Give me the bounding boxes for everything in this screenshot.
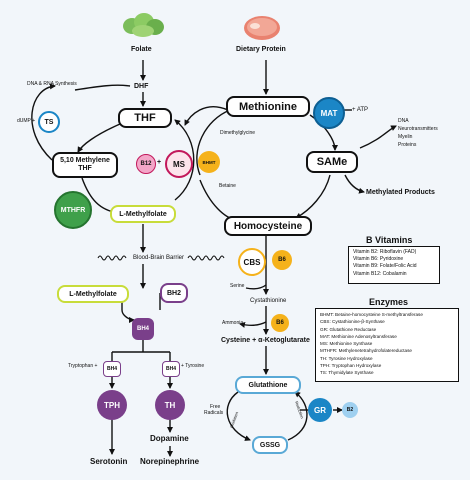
b12-icon: B12: [136, 154, 156, 174]
enzyme-item: GR: Glutathione Reductase: [320, 326, 377, 332]
serotonin-label: Serotonin: [90, 457, 128, 466]
b6-icon: B6: [272, 250, 292, 270]
cysteine-label: Cysteine + α-Ketoglutarate: [221, 337, 310, 344]
dhf-label: DHF: [134, 83, 149, 90]
cbs-enzyme: CBS: [238, 248, 266, 276]
tryptophan-label: Tryptophan +: [68, 363, 98, 369]
same-node: SAMe: [306, 151, 358, 173]
blood-brain-barrier-label: Blood-Brain Barrier: [133, 255, 185, 261]
enzyme-item: TS: Thymidylate Synthase: [320, 370, 374, 376]
vitamin-item: Vitamin B12: Cobalamin: [353, 270, 407, 277]
cystathionine-label: Cystathionine: [250, 298, 287, 304]
tph-enzyme: TPH: [97, 390, 127, 420]
b6-icon-2: B6: [271, 314, 289, 332]
leafy-greens-icon: [123, 13, 164, 37]
bh4-th-icon: BH4: [162, 361, 180, 377]
b2-icon: B2: [342, 402, 358, 418]
mat-enzyme: MAT: [313, 97, 345, 129]
enzyme-item: BHMT: Betaine-homocysteine S-methyltrans…: [320, 312, 423, 317]
enzyme-item: TPH: Tryptophan Hydroxylase: [320, 363, 382, 369]
free-radicals-label-2: Radicals: [204, 410, 224, 416]
enzyme-item: MAT: Methionine Adenosyltransferase: [320, 333, 397, 339]
thf-node: THF: [118, 108, 172, 128]
dna-target-label: DNA: [398, 118, 409, 124]
bh4-tph-icon: BH4: [103, 361, 121, 377]
enzymes-box: BHMT: Betaine-homocysteine S-methyltrans…: [315, 308, 459, 382]
steak-icon: [244, 16, 280, 40]
l-methylfolate-node: L-Methylfolate: [110, 205, 176, 223]
th-enzyme: TH: [155, 390, 185, 420]
enzyme-item: MS: Methionine Synthase: [320, 341, 373, 347]
gr-enzyme: GR: [308, 398, 332, 422]
methionine-node: Methionine: [226, 96, 310, 117]
bh2-node: BH2: [160, 283, 188, 303]
bhmt-enzyme: BHMT: [198, 151, 220, 173]
enzyme-item: CBS: Cystathionine-β-Synthase: [320, 319, 385, 325]
ts-enzyme: TS: [38, 111, 60, 133]
folate-label: Folate: [131, 46, 152, 53]
tyrosine-label: + Tyrosine: [181, 363, 205, 369]
proteins-label: Proteins: [398, 142, 417, 148]
bh4-node: BH4: [132, 318, 154, 340]
free-radicals-label-1: Free: [210, 404, 221, 410]
mthfr-enzyme: MTHFR: [54, 191, 92, 229]
enzyme-item: TH: Tyrosine Hydroxylase: [320, 355, 373, 361]
l-methylfolate-brain-node: L-Methylfolate: [57, 285, 129, 303]
vitamin-item: Vitamin B6: Pyridoxine: [353, 256, 404, 263]
dimethylglycine-label: Dimethylglycine: [220, 130, 256, 136]
ms-enzyme: MS: [165, 150, 193, 178]
neurotransmitters-label: Neurotransmitters: [398, 126, 438, 132]
plus-sign: +: [157, 159, 162, 166]
dietary-protein-label: Dietary Protein: [236, 46, 286, 53]
methylene-thf-node: 5,10 Methylene THF: [52, 152, 118, 178]
homocysteine-node: Homocysteine: [224, 216, 312, 236]
dna-rna-synthesis-label: DNA & RNA Synthesis: [27, 81, 77, 87]
vitamin-item: Vitamin B2: Riboflavin (FAD): [353, 249, 417, 255]
enzyme-item: MTHFR: Methylenetetrahydrofolatereductas…: [320, 348, 412, 354]
atp-label: + ATP: [352, 107, 369, 113]
methylated-products-label: Methylated Products: [366, 189, 435, 196]
b-vitamins-title: B Vitamins: [366, 235, 413, 245]
myelin-label: Myelin: [398, 134, 413, 140]
serine-label: Serine: [230, 283, 245, 289]
betaine-label: Betaine: [219, 183, 236, 189]
b-vitamins-box: Vitamin B2: Riboflavin (FAD) Vitamin B6:…: [348, 246, 440, 284]
dump-label: dUMP +: [17, 118, 36, 124]
norepinephrine-label: Norepinephrine: [140, 457, 200, 466]
vitamin-item: Vitamin B9: Folate/Folic Acid: [353, 263, 417, 270]
dopamine-label: Dopamine: [150, 434, 189, 443]
gssg-node: GSSG: [252, 436, 288, 454]
enzymes-title: Enzymes: [369, 297, 409, 307]
ammonia-label: Ammonia: [222, 320, 244, 326]
glutathione-node: Glutathione: [235, 376, 301, 394]
